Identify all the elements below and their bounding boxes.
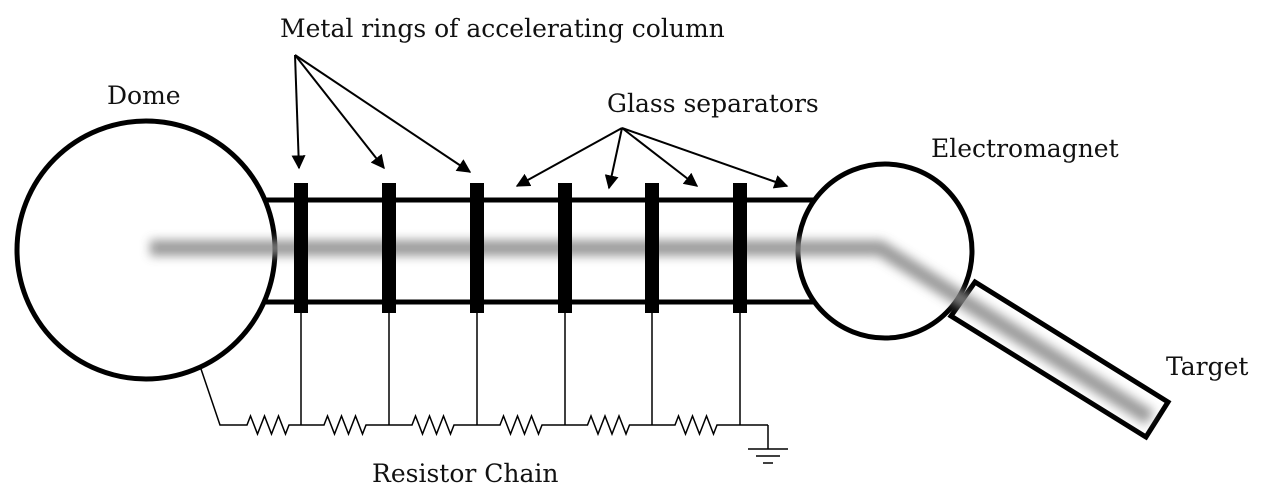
electromagnet-label: Electromagnet <box>931 134 1119 163</box>
resistor-6 <box>652 413 740 437</box>
ground-icon <box>740 424 788 464</box>
ring-arrow-3 <box>294 54 472 173</box>
metal-ring-2 <box>382 183 396 313</box>
metal-rings-group <box>294 183 747 313</box>
dome-label: Dome <box>107 81 181 110</box>
metal-ring-1 <box>294 183 308 313</box>
resistor-chain <box>235 313 741 437</box>
glass-arrow-1 <box>515 127 623 187</box>
resistor-2 <box>301 413 389 437</box>
glass-separators-label: Glass separators <box>607 89 819 118</box>
resistor-1 <box>235 413 301 437</box>
resistor-5 <box>565 413 652 437</box>
glass-separators-arrows <box>515 127 789 190</box>
metal-ring-4 <box>558 183 572 313</box>
glass-arrow-2 <box>604 127 623 190</box>
dome-connection-wire <box>199 365 235 426</box>
resistor-4 <box>477 413 565 437</box>
resistor-3 <box>389 413 477 437</box>
metal-rings-arrows <box>291 54 472 173</box>
metal-rings-label: Metal rings of accelerating column <box>280 14 725 43</box>
target-label: Target <box>1166 352 1248 381</box>
glass-arrow-3 <box>621 127 699 187</box>
metal-ring-3 <box>470 183 484 313</box>
glass-arrow-4 <box>621 127 789 189</box>
ring-arrow-2 <box>294 54 385 170</box>
metal-ring-5 <box>645 183 659 313</box>
ring-arrow-1 <box>291 54 306 170</box>
metal-ring-6 <box>733 183 747 313</box>
resistor-chain-label: Resistor Chain <box>372 459 559 488</box>
